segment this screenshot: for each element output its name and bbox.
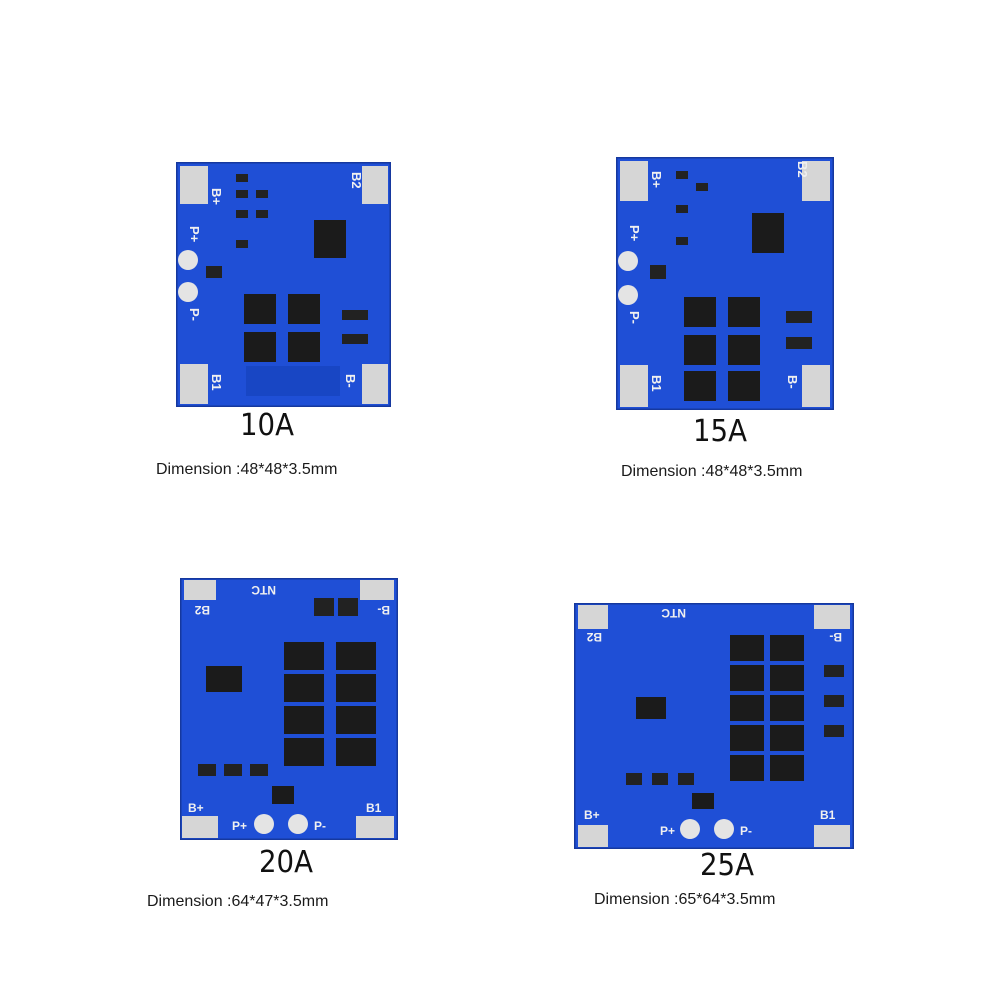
- svg-text:P+: P+: [232, 819, 247, 833]
- svg-text:B1: B1: [649, 375, 664, 392]
- dimension-label: Dimension :48*48*3.5mm: [621, 463, 803, 480]
- dimension-label: Dimension :48*48*3.5mm: [156, 461, 338, 478]
- svg-text:B2: B2: [194, 603, 210, 617]
- svg-text:B-: B-: [829, 630, 842, 644]
- pcb-board-25a: NTC B2 B- B+ B1 P+ P-: [574, 603, 854, 849]
- svg-text:P+: P+: [187, 226, 202, 243]
- dimension-label: Dimension :65*64*3.5mm: [594, 891, 776, 908]
- svg-text:P-: P-: [187, 308, 202, 321]
- svg-text:B+: B+: [584, 808, 600, 822]
- pcb-board-15a: B+ B2 P+ P- B1 B-: [616, 157, 834, 410]
- rating-label: 20A: [259, 845, 314, 880]
- svg-text:B-: B-: [785, 375, 800, 389]
- svg-text:B2: B2: [349, 172, 364, 189]
- svg-text:B+: B+: [649, 171, 664, 188]
- svg-text:NTC: NTC: [661, 606, 686, 620]
- svg-text:B-: B-: [377, 603, 390, 617]
- svg-text:B2: B2: [586, 630, 602, 644]
- svg-text:B+: B+: [209, 188, 224, 205]
- svg-text:P-: P-: [314, 819, 326, 833]
- pcb-board-20a: NTC B2 B- B+ B1 P+ P-: [180, 578, 398, 840]
- svg-text:P-: P-: [627, 311, 642, 324]
- svg-text:B1: B1: [366, 801, 382, 815]
- svg-text:NTC: NTC: [251, 583, 276, 597]
- svg-text:B2: B2: [795, 161, 810, 178]
- svg-text:P+: P+: [627, 225, 642, 242]
- svg-text:P+: P+: [660, 824, 675, 838]
- rating-label: 10A: [240, 408, 295, 443]
- pcb-board-10a: B+ B2 P+ P- B1 B-: [176, 162, 391, 407]
- svg-text:B1: B1: [820, 808, 836, 822]
- svg-text:B-: B-: [343, 374, 358, 388]
- rating-label: 25A: [700, 848, 755, 883]
- svg-text:B1: B1: [209, 374, 224, 391]
- svg-text:B+: B+: [188, 801, 204, 815]
- rating-label: 15A: [693, 414, 748, 449]
- dimension-label: Dimension :64*47*3.5mm: [147, 893, 329, 910]
- svg-text:P-: P-: [740, 824, 752, 838]
